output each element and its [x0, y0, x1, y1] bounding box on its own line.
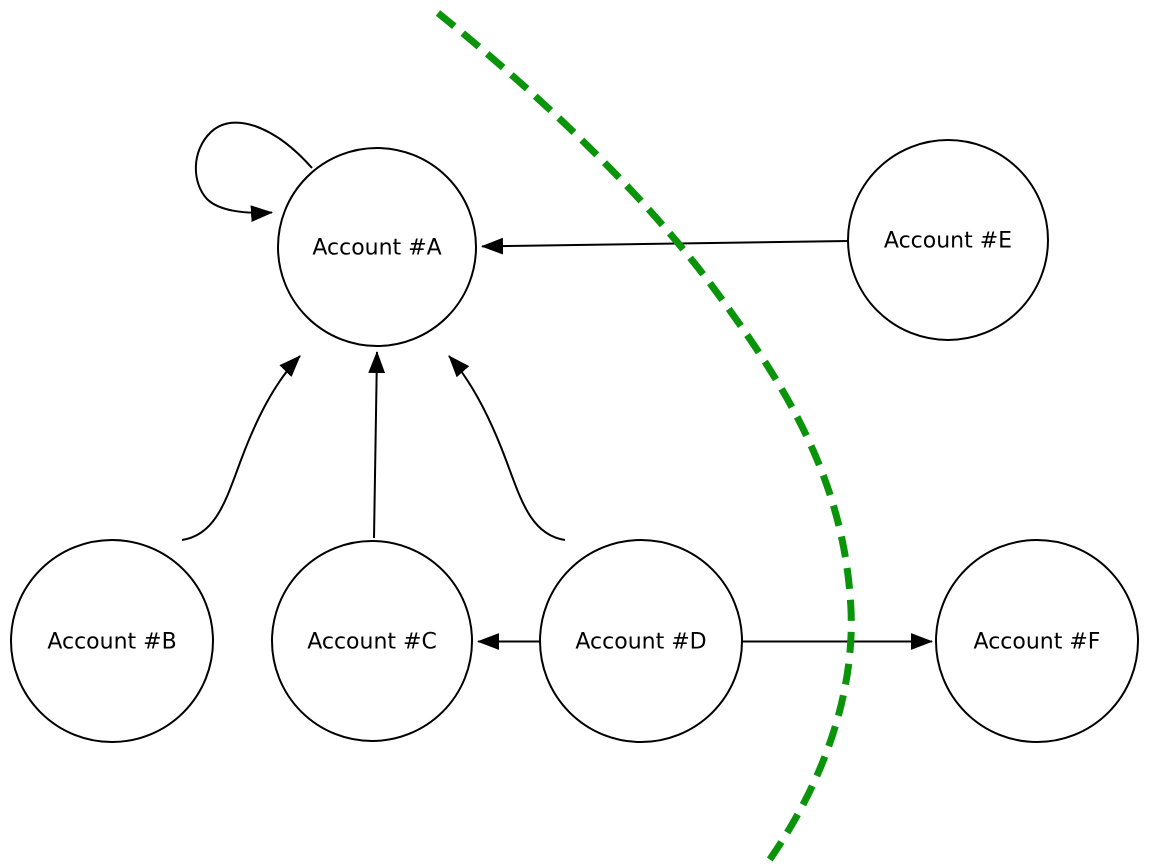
- node-account-f: Account #F: [935, 539, 1139, 743]
- edge-e-to-a: [481, 237, 849, 255]
- node-account-e-label: Account #E: [884, 229, 1012, 254]
- node-account-d-label: Account #D: [575, 630, 706, 655]
- node-account-c: Account #C: [271, 540, 473, 742]
- node-account-f-label: Account #F: [974, 630, 1101, 655]
- edge-a-self-loop: [194, 121, 313, 223]
- edge-c-to-a: [368, 351, 386, 539]
- node-account-e-circle: [847, 139, 1049, 341]
- node-account-d-circle: [539, 539, 743, 743]
- edge-b-to-a: [181, 355, 301, 541]
- node-account-f-circle: [935, 539, 1139, 743]
- node-account-b: Account #B: [10, 539, 214, 743]
- node-account-a-circle: [277, 147, 477, 347]
- node-account-c-circle: [271, 540, 473, 742]
- node-account-b-label: Account #B: [47, 630, 176, 655]
- node-account-b-circle: [10, 539, 214, 743]
- node-account-d: Account #D: [539, 539, 743, 743]
- partition-boundary-curve: [435, 10, 855, 864]
- node-account-a: Account #A: [277, 147, 477, 347]
- node-account-c-label: Account #C: [307, 630, 437, 655]
- node-account-e: Account #E: [847, 139, 1049, 341]
- node-account-a-label: Account #A: [312, 236, 441, 261]
- edge-d-to-a: [448, 355, 566, 541]
